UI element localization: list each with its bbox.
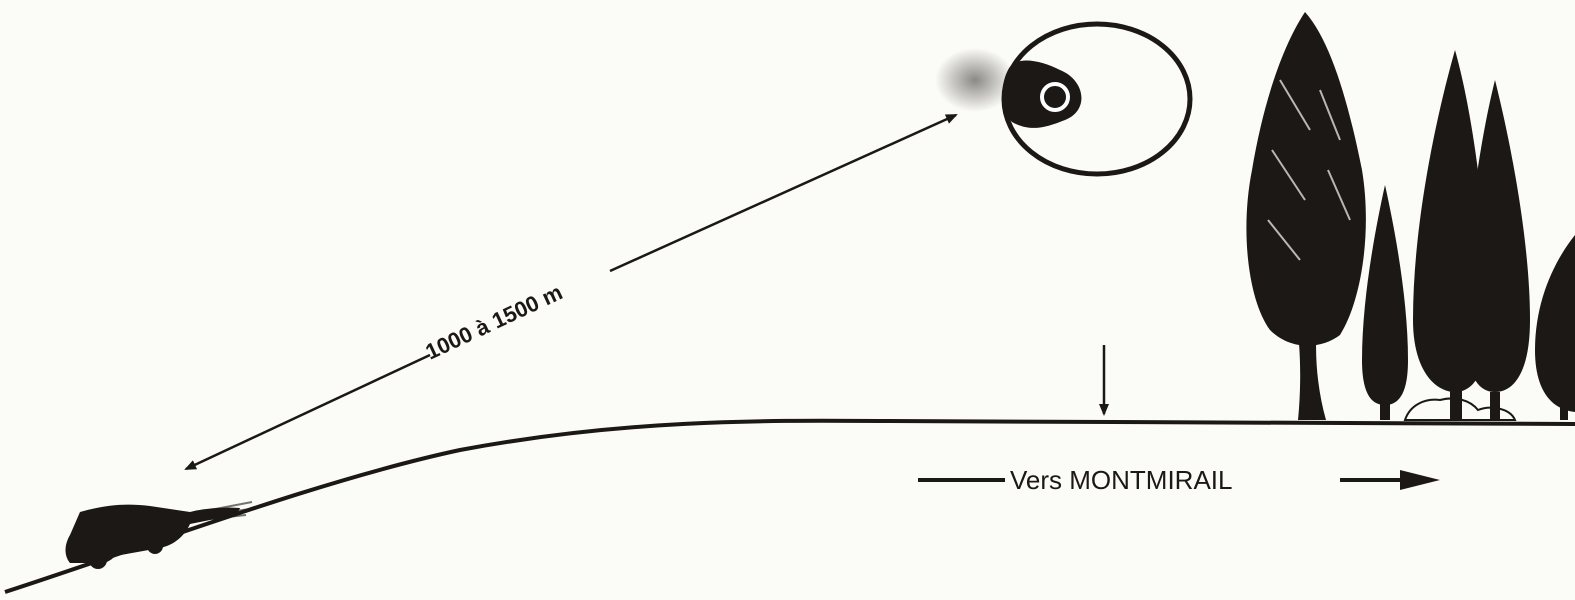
distance-label: 1000 à 1500 m	[422, 279, 567, 364]
tree-poplar	[1246, 12, 1365, 420]
tree-cypress-edge	[1535, 235, 1575, 420]
direction-arrowhead	[1400, 470, 1440, 490]
tree-cypress-large	[1413, 50, 1530, 420]
direction-label: Vers MONTMIRAIL	[1010, 465, 1232, 495]
car-icon	[66, 502, 253, 569]
distance-line-upper	[610, 115, 956, 271]
ufo-icon	[935, 24, 1190, 174]
distance-line-lower	[186, 355, 430, 469]
ground-line	[5, 421, 1575, 592]
tree-cypress-small	[1362, 185, 1408, 420]
